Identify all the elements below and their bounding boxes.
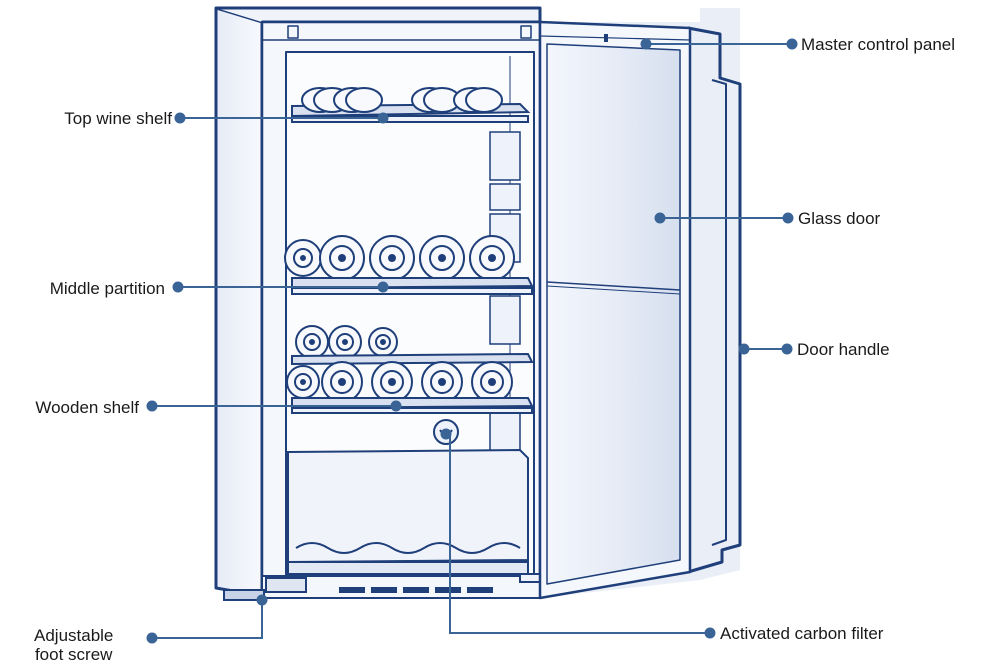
label-master-control-panel: Master control panel (801, 35, 956, 54)
label-middle-partition: Middle partition (49, 279, 165, 298)
glass-door-panel (538, 8, 742, 600)
middle-bottles (284, 235, 515, 281)
label-top-wine-shelf: Top wine shelf (64, 109, 172, 128)
label-door-handle: Door handle (797, 340, 890, 359)
cabinet-top (216, 6, 542, 24)
label-wooden-shelf: Wooden shelf (35, 398, 139, 417)
lower-shelf-1 (291, 352, 534, 366)
top-wine-shelf (291, 87, 531, 123)
lower-bottles-row-1 (295, 325, 398, 359)
middle-partition-shelf (291, 277, 534, 295)
label-glass-door: Glass door (798, 209, 881, 228)
bottom-drawer (287, 448, 529, 575)
label-adjustable-foot-screw-line1: Adjustable (34, 626, 114, 645)
label-adjustable-foot-screw-line2: foot screw (34, 645, 113, 664)
top-shelf-bottles (301, 87, 503, 113)
leader-lines (146, 38, 798, 644)
door-handle-bar (711, 79, 727, 546)
shelf-runners (489, 131, 521, 456)
label-adjustable-foot-screw: Adjustable foot screw (34, 626, 113, 664)
cabinet-base (223, 573, 561, 601)
cabinet-side-panel (214, 6, 264, 598)
label-activated-carbon-filter: Activated carbon filter (720, 624, 884, 643)
